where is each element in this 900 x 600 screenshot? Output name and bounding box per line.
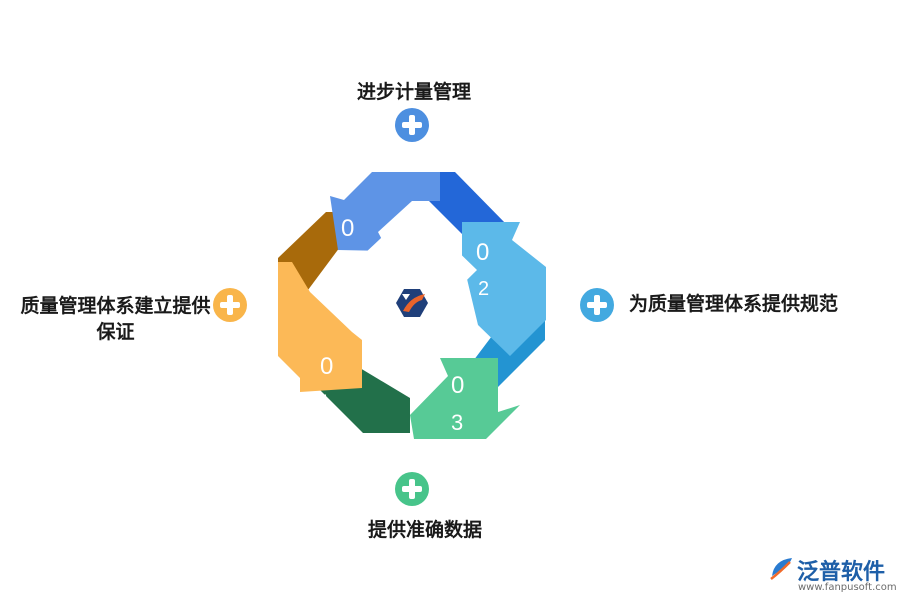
segment-top-arrow	[330, 172, 440, 251]
step-3-badge-main: 0	[451, 372, 465, 399]
segment-bottom-arrow	[410, 358, 520, 439]
step-2-label: 为质量管理体系提供规范	[629, 293, 839, 315]
segment-right-arrow	[462, 222, 546, 356]
step-4-badge-sub: 4	[320, 391, 328, 407]
brand-name: 泛普软件	[797, 560, 886, 585]
brand-hexagon-icon	[396, 289, 428, 317]
step-1-badge-main: 0	[341, 215, 355, 242]
step-3-label: 提供准确数据	[368, 519, 483, 541]
brand-leaf-icon	[770, 558, 792, 580]
step-2-badge-main: 0	[476, 239, 490, 266]
plus-circle-icon[interactable]	[395, 472, 429, 506]
step-4-label: 质量管理体系建立提供保证	[20, 295, 211, 343]
center-diamond	[347, 208, 477, 333]
segment-left-arrow	[278, 262, 362, 392]
step-4-badge-main: 0	[320, 353, 334, 380]
plus-circle-icon[interactable]	[580, 288, 614, 322]
brand-url[interactable]: www.fanpusoft.com	[798, 582, 897, 593]
step-3-badge-sub: 3	[451, 410, 464, 435]
step-1-label: 进步计量管理	[357, 81, 472, 103]
plus-circle-icon[interactable]	[213, 288, 247, 322]
brand-logo: 泛普软件 www.fanpusoft.com	[768, 552, 898, 598]
plus-circle-icon[interactable]	[395, 108, 429, 142]
step-2-badge-sub: 2	[478, 278, 490, 300]
step-1-badge-sub: 1	[344, 253, 356, 275]
